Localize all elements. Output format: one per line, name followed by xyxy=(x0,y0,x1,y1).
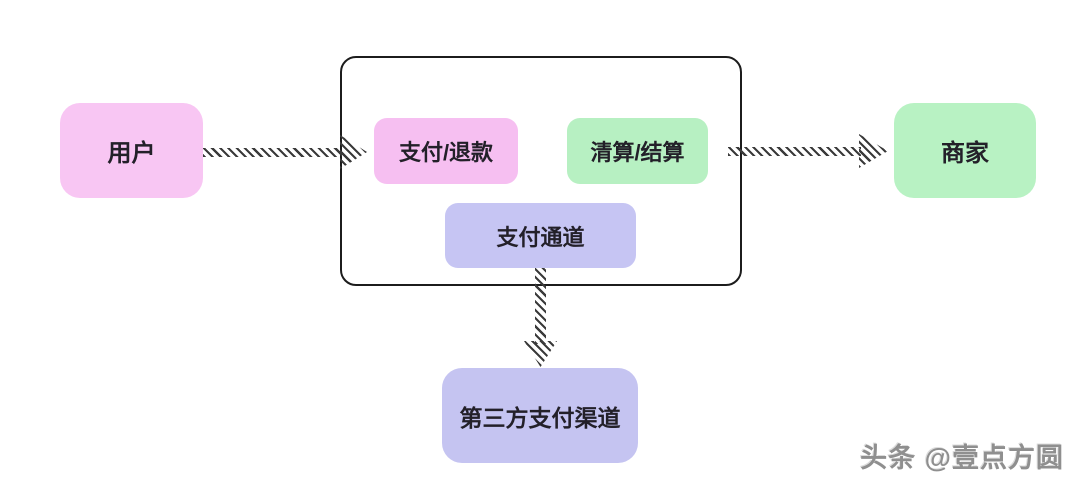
watermark-text: 头条 @壹点方圆 xyxy=(860,443,1064,473)
node-merchant: 商家 xyxy=(894,103,1036,198)
node-user: 用户 xyxy=(60,103,203,198)
arrow-channel-to-third-party-shaft xyxy=(535,268,546,344)
node-clearing-settlement-label: 清算/结算 xyxy=(590,140,685,165)
arrow-channel-to-third-party-head-icon xyxy=(524,341,557,367)
node-clearing-settlement: 清算/结算 xyxy=(567,118,708,184)
arrow-platform-to-merchant-head-icon xyxy=(859,134,888,168)
node-user-label: 用户 xyxy=(107,140,156,167)
node-payment-channel: 支付通道 xyxy=(445,203,636,268)
arrow-user-to-platform-shaft xyxy=(203,148,342,157)
node-third-party-payment-channel: 第三方支付渠道 xyxy=(442,368,638,463)
arrow-platform-to-merchant-shaft xyxy=(728,147,861,156)
node-pay-refund: 支付/退款 xyxy=(374,118,518,184)
node-third-party-payment-channel-label: 第三方支付渠道 xyxy=(459,404,621,431)
node-payment-channel-label: 支付通道 xyxy=(496,224,585,250)
node-pay-refund-label: 支付/退款 xyxy=(398,140,494,165)
node-merchant-label: 商家 xyxy=(941,140,989,167)
